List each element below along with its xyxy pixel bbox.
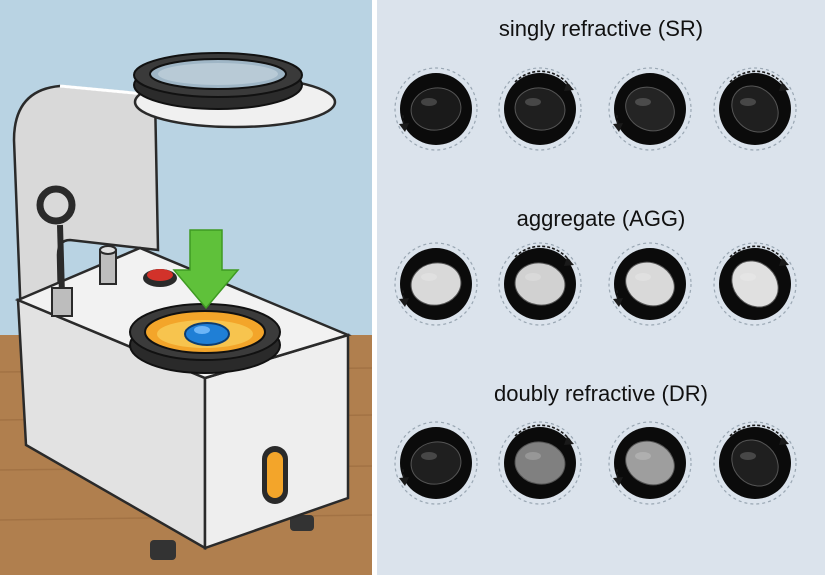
polariscope-view <box>497 241 583 327</box>
view-disc-icon <box>393 241 479 327</box>
polariscope-view <box>393 241 479 327</box>
view-disc-icon <box>497 241 583 327</box>
polariscope-view <box>497 66 583 152</box>
gem-icon <box>185 323 229 345</box>
row-title: aggregate (AGG) <box>377 206 825 232</box>
view-disc-icon <box>393 66 479 152</box>
polariscope-view <box>712 66 798 152</box>
power-button <box>147 269 173 281</box>
knob <box>100 250 116 284</box>
view-disc-icon <box>497 66 583 152</box>
row-title: doubly refractive (DR) <box>377 381 825 407</box>
view-disc-icon <box>712 241 798 327</box>
view-disc-icon <box>607 241 693 327</box>
refraction-comparison: singly refractive (SR) aggregate (AGG) dou… <box>377 0 825 575</box>
view-disc-icon <box>497 420 583 506</box>
polariscope-view <box>393 420 479 506</box>
polariscope-view <box>497 420 583 506</box>
polariscope-view <box>607 66 693 152</box>
view-disc-icon <box>712 66 798 152</box>
polariscope-view <box>393 66 479 152</box>
foot <box>150 540 176 560</box>
polariscope-view <box>607 420 693 506</box>
view-disc-icon <box>393 420 479 506</box>
view-disc-icon <box>607 66 693 152</box>
view-disc-icon <box>712 420 798 506</box>
polariscope-view <box>607 241 693 327</box>
polariscope-view <box>712 241 798 327</box>
view-disc-icon <box>607 420 693 506</box>
row-title: singly refractive (SR) <box>377 16 825 42</box>
polariscope-scene <box>0 0 372 575</box>
polariscope-view <box>712 420 798 506</box>
polariscope-illustration <box>0 0 372 575</box>
